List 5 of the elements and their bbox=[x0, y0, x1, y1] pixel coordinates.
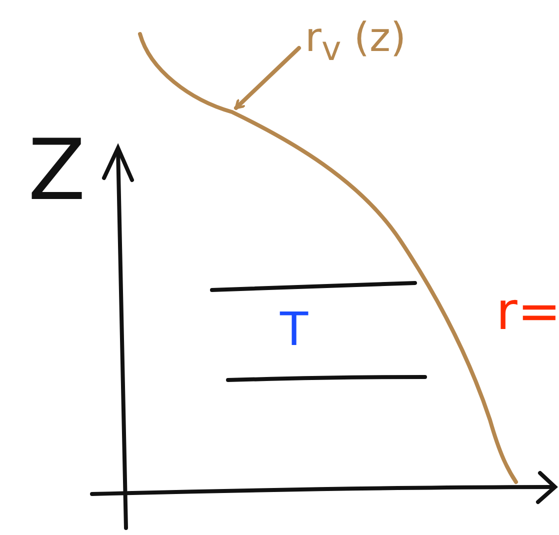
axis-label: Z bbox=[28, 128, 86, 212]
curve-label: r$_{v}$ (z) bbox=[305, 18, 406, 66]
equation-label: r= bbox=[496, 286, 559, 338]
layer-label: T bbox=[280, 306, 308, 352]
leader-arrow bbox=[234, 46, 301, 110]
